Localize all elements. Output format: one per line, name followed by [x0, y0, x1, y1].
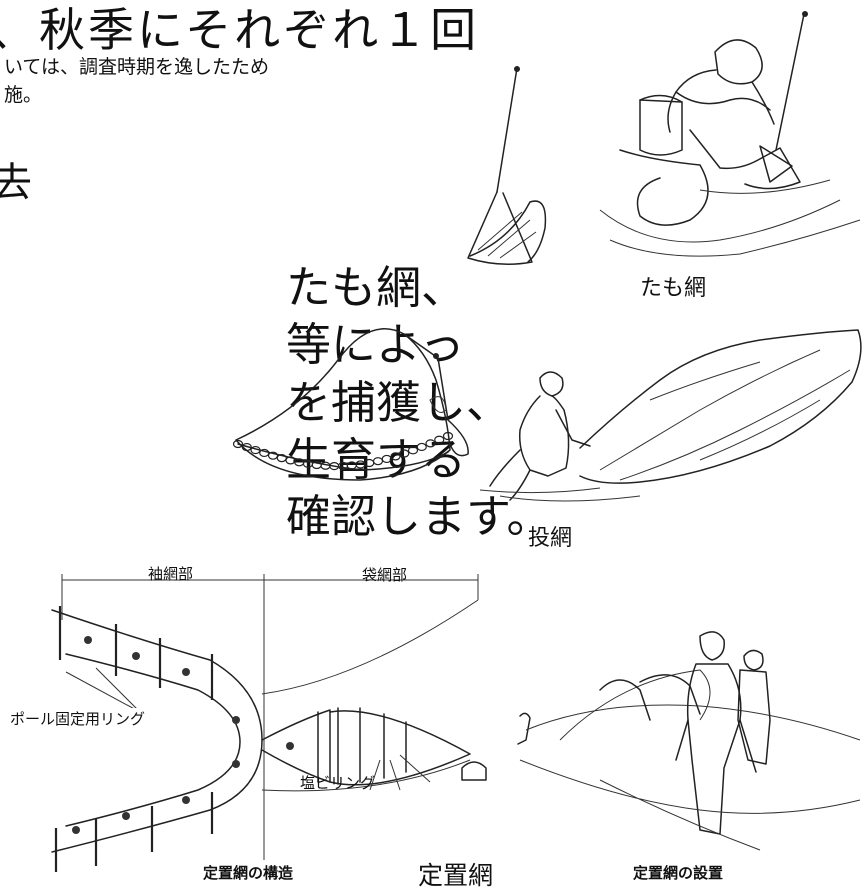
body-line-3: を捕獲し、	[286, 376, 512, 429]
installation-caption: 定置網の設置	[633, 864, 724, 882]
wing-net-poles	[54, 606, 214, 872]
body-line-5: 確認します。	[286, 490, 552, 543]
wing-net-section-label: 袖網部	[148, 565, 194, 583]
note-line-2: 施。	[4, 84, 43, 106]
bag-net-section-label: 袋網部	[362, 566, 408, 584]
net-knots	[72, 636, 294, 834]
heading-line: 、秋季にそれぞれ１回	[0, 3, 480, 57]
fixed-net-caption: 定置網	[418, 861, 494, 890]
note-line-1: いては、調査時期を逸したため	[4, 56, 270, 78]
body-line-2: 等によっ	[286, 318, 465, 371]
pvc-ring-label: 塩ビリング	[300, 774, 376, 792]
method-heading: 去	[0, 160, 32, 206]
structure-caption: 定置網の構造	[203, 864, 294, 882]
body-line-1: たも網、	[286, 261, 467, 314]
body-line-4: 生育する	[286, 433, 467, 486]
tamo-net-caption: たも網	[640, 276, 707, 301]
cast-net-caption: 投網	[528, 526, 573, 551]
pole-ring-label: ポール固定用リング	[8, 708, 148, 729]
